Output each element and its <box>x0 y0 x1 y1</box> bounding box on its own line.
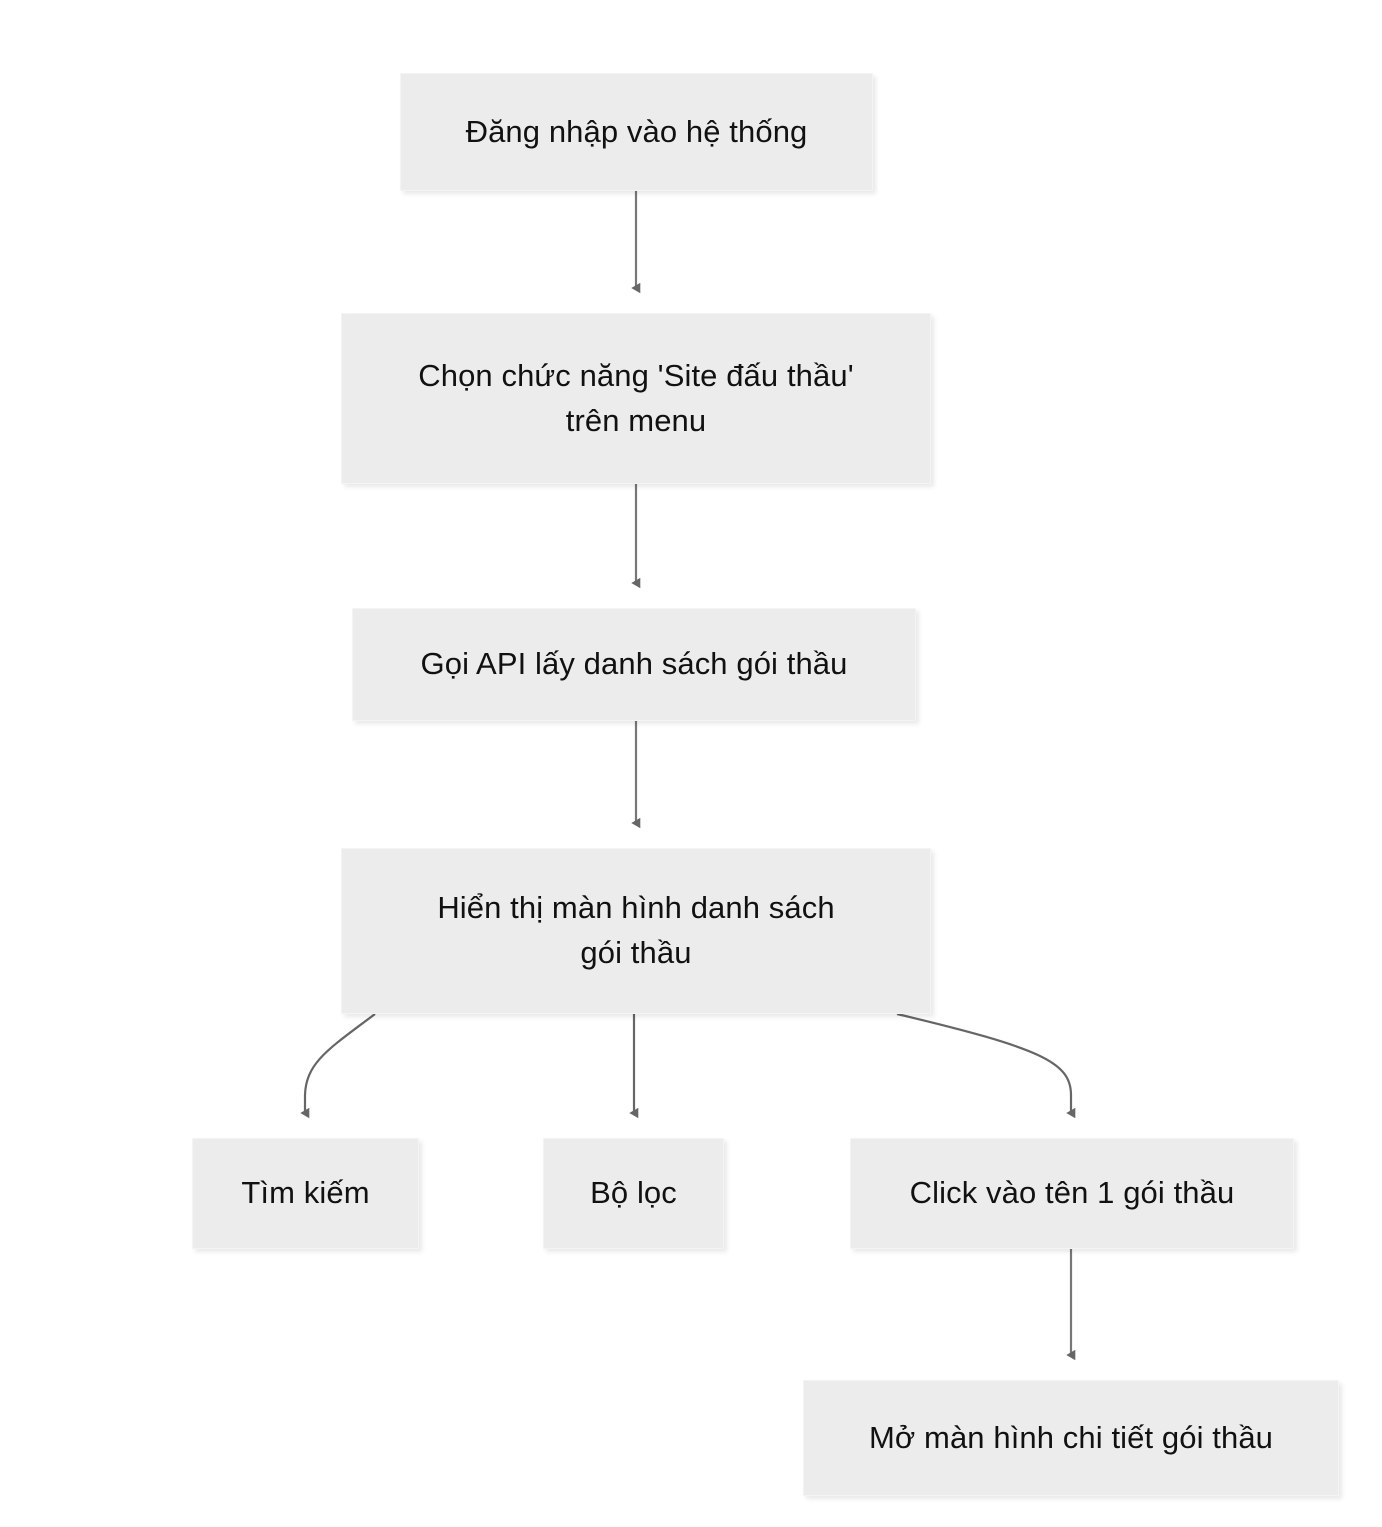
node-filter[interactable]: Bộ lọc <box>543 1138 724 1249</box>
node-login-label: Đăng nhập vào hệ thống <box>465 113 808 149</box>
node-show-list-screen[interactable]: Hiển thị màn hình danh sách gói thầu <box>341 848 931 1014</box>
node-search[interactable]: Tìm kiếm <box>192 1138 419 1249</box>
node-search-label: Tìm kiếm <box>241 1175 370 1211</box>
node-open-detail-screen-label: Mở màn hình chi tiết gói thầu <box>868 1419 1274 1455</box>
node-open-detail-screen[interactable]: Mở màn hình chi tiết gói thầu <box>803 1380 1339 1496</box>
node-call-api[interactable]: Gọi API lấy danh sách gói thầu <box>352 608 916 721</box>
node-click-package-name[interactable]: Click vào tên 1 gói thầu <box>850 1138 1294 1249</box>
node-select-function[interactable]: Chọn chức năng 'Site đấu thầu' trên menu <box>341 313 931 484</box>
node-show-list-screen-label: Hiển thị màn hình danh sách gói thầu <box>437 890 835 970</box>
node-select-function-label: Chọn chức năng 'Site đấu thầu' trên menu <box>418 357 854 438</box>
edge-show-list-to-search <box>300 1013 376 1119</box>
node-call-api-label: Gọi API lấy danh sách gói thầu <box>420 646 848 682</box>
edge-show-list-to-click-name <box>896 1012 1076 1119</box>
node-filter-label: Bộ lọc <box>590 1175 677 1211</box>
node-click-package-name-label: Click vào tên 1 gói thầu <box>909 1175 1235 1211</box>
node-login[interactable]: Đăng nhập vào hệ thống <box>400 73 873 191</box>
